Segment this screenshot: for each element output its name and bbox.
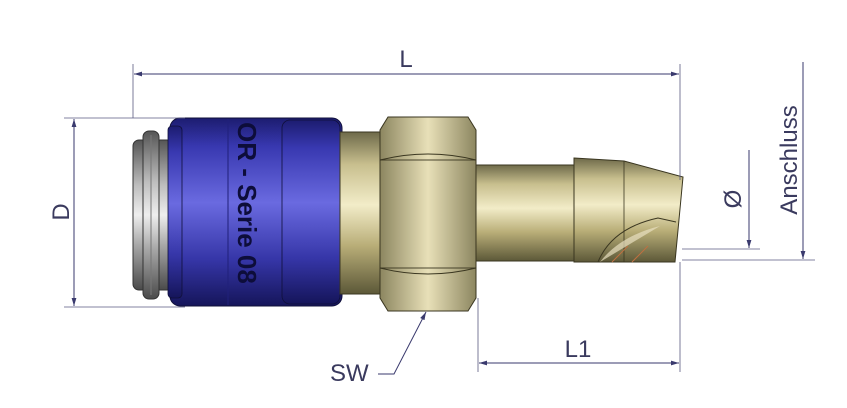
dimension-L: L [132, 46, 681, 180]
label-connection: Anschluss [776, 105, 803, 214]
dimension-diameter: Ø [682, 150, 760, 250]
label-L: L [399, 46, 412, 73]
label-D: D [48, 203, 75, 220]
hose-barb [573, 157, 684, 263]
hose-tail-shaft [475, 164, 577, 262]
blue-sleeve: OR - Serie 08 [167, 117, 343, 307]
dimension-D: D [48, 117, 185, 308]
sleeve-marking: OR - Serie 08 [232, 122, 262, 284]
dimension-L1: L1 [477, 262, 681, 372]
label-diameter: Ø [720, 190, 747, 209]
leader-SW: SW [330, 311, 427, 387]
brass-collar [339, 131, 383, 295]
dimension-connection: Anschluss [682, 62, 815, 261]
label-SW: SW [330, 360, 369, 387]
coupling-body: OR - Serie 08 [132, 116, 684, 312]
hex-nut [379, 116, 477, 312]
label-L1: L1 [565, 336, 592, 363]
steel-nipple [132, 130, 174, 300]
